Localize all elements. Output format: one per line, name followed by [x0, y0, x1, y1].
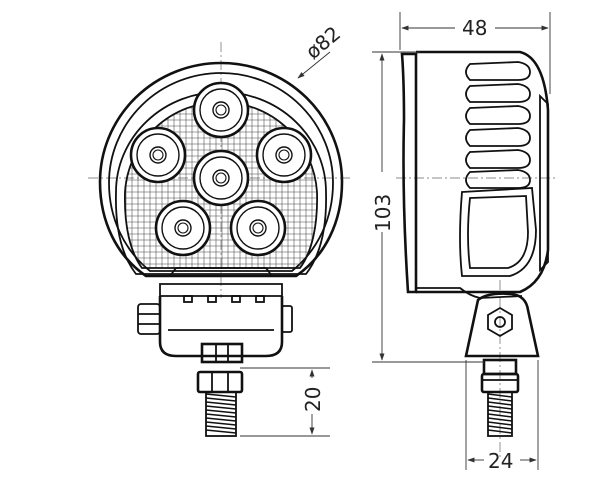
housing-bottom-lip: [169, 267, 273, 277]
side-bracket-nut: [487, 306, 513, 338]
height-label: 103: [371, 194, 395, 232]
led-6: [229, 199, 287, 257]
side-lens-profile: [400, 52, 418, 294]
side-view: [396, 50, 558, 460]
depth-dimension: 48: [399, 12, 551, 94]
lens-rim: [115, 91, 327, 275]
height-dimension: 103: [371, 51, 484, 363]
diameter-label: ø82: [301, 21, 345, 64]
stud-length-label: 20: [301, 387, 325, 412]
housing-outer-ring: [98, 61, 344, 278]
side-threaded-stud: [487, 391, 513, 437]
stud-nut-lower: [196, 370, 244, 394]
bracket-width-label: 24: [488, 449, 513, 473]
mount-ribs: [183, 295, 265, 303]
cooling-fins: [465, 61, 531, 189]
fin-6: [465, 169, 531, 189]
stud-nut-upper: [200, 342, 244, 364]
mount-bracket: [158, 296, 284, 358]
fin-4: [465, 127, 531, 147]
bracket-nut-left: [137, 303, 161, 335]
threaded-stud: [205, 391, 237, 437]
led-1: [192, 81, 250, 139]
bracket-nut-right: [281, 305, 293, 333]
side-bracket: [464, 292, 540, 358]
diameter-dimension: ø82: [297, 21, 345, 79]
led-2: [129, 126, 187, 184]
fin-2: [465, 83, 531, 103]
housing-inner-ring: [108, 72, 334, 272]
front-view: [88, 42, 352, 437]
stud-length-dimension: 20: [240, 367, 330, 437]
bracket-width-dimension: 24: [465, 360, 539, 473]
fin-5: [465, 149, 531, 169]
led-4: [192, 149, 250, 207]
fin-3: [465, 105, 531, 125]
rear-pocket: [459, 187, 537, 277]
fin-1: [465, 61, 531, 81]
depth-label: 48: [462, 16, 487, 40]
led-array: [129, 81, 313, 257]
led-5: [154, 199, 212, 257]
led-3: [255, 126, 313, 184]
rear-plate: [539, 93, 549, 273]
